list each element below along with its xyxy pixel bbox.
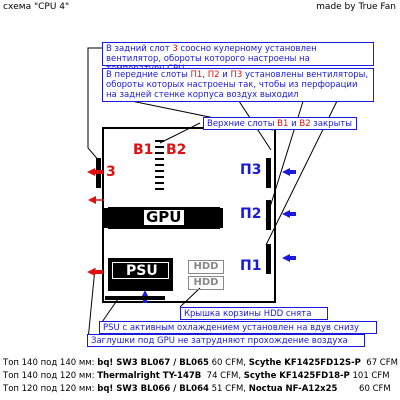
front-slot-p3-label: П3: [240, 162, 262, 178]
stats-fan: Thermalright TY-147B: [97, 371, 202, 381]
stats-cfm: 67 CFM: [360, 358, 398, 368]
callout-gpu-plugs: Заглушки под GPU не затрудняют прохожден…: [87, 334, 365, 347]
diagram-title: схема "CPU 4": [3, 2, 70, 12]
stats-size: Топ 120 под 120 мм:: [3, 384, 98, 394]
slot-b2: В2: [299, 119, 311, 129]
fan-stats-row: Топ 140 под 140 мм: bq! SW3 BL067 / BL06…: [3, 358, 398, 369]
callout-psu: PSU с активным охлаждением установлен на…: [99, 321, 377, 334]
callout-text: В передние слоты: [106, 70, 191, 80]
fan-stats-row: Топ 140 под 120 мм: Thermalright TY-147B…: [3, 371, 390, 382]
callout-text: установлены вентиляторы, обороты которых…: [106, 70, 369, 100]
psu-label: PSU: [126, 263, 158, 279]
fan-stats-row: Топ 120 под 120 мм: bq! SW3 BL066 / BL06…: [3, 384, 391, 395]
gpu-label: GPU: [143, 209, 185, 226]
psu-frame: PSU: [112, 262, 169, 279]
callout-rear-fan: В задний слот 3 соосно кулерному установ…: [102, 42, 374, 74]
stats-size: Топ 140 под 140 мм:: [3, 358, 98, 368]
slot-p3: П3: [230, 70, 243, 80]
stats-fan: Scythe KF1425FD12S-P: [248, 358, 361, 368]
callout-text: В задний слот: [106, 44, 173, 54]
stats-size: Топ 140 под 120 мм:: [3, 371, 98, 381]
rear-slot-3-label: 3: [106, 164, 116, 180]
callout-text: и: [219, 70, 231, 80]
callout-text: ,: [202, 70, 208, 80]
stats-cfm: 60 CFM,: [208, 358, 249, 368]
callout-text: и: [288, 119, 300, 129]
slot-b1: В1: [277, 119, 289, 129]
stats-fan: Scythe KF1425FD18-P: [243, 371, 350, 381]
stats-cfm: 74 CFM,: [201, 371, 244, 381]
front-slot-p1-label: П1: [240, 258, 262, 274]
slot-p2: П2: [207, 70, 220, 80]
callout-text: Верхние слоты: [207, 119, 278, 129]
stats-cfm: 60 CFM: [337, 384, 391, 394]
stats-cfm: 101 CFM: [349, 371, 390, 381]
hdd-bay-2: HDD: [188, 276, 224, 290]
stats-fan: bq! SW3 BL067 / BL065: [97, 358, 209, 368]
top-slot-b1-label: В1: [133, 142, 154, 158]
front-slot-p2-label: П2: [240, 206, 262, 222]
hdd-bay-1: HDD: [188, 260, 224, 274]
callout-hdd-cover: Крышка корзины HDD снята: [180, 307, 328, 320]
stats-fan: bq! SW3 BL066 / BL064: [97, 384, 209, 394]
callout-top-slots: Верхние слоты В1 и В2 закрыты: [203, 117, 357, 130]
callout-front-fans: В передние слоты П1, П2 и П3 установлены…: [102, 68, 374, 102]
top-slot-b2-label: В2: [166, 142, 187, 158]
slot-number: 3: [172, 44, 178, 54]
stats-fan: Noctua NF-A12x25: [248, 384, 338, 394]
slot-p1: П1: [190, 70, 203, 80]
author-credit: made by True Fan: [316, 2, 396, 12]
psu-block: PSU: [108, 258, 173, 291]
callout-text: закрыты: [310, 119, 352, 129]
stats-cfm: 51 CFM,: [208, 384, 249, 394]
gpu-block: GPU: [108, 207, 220, 229]
